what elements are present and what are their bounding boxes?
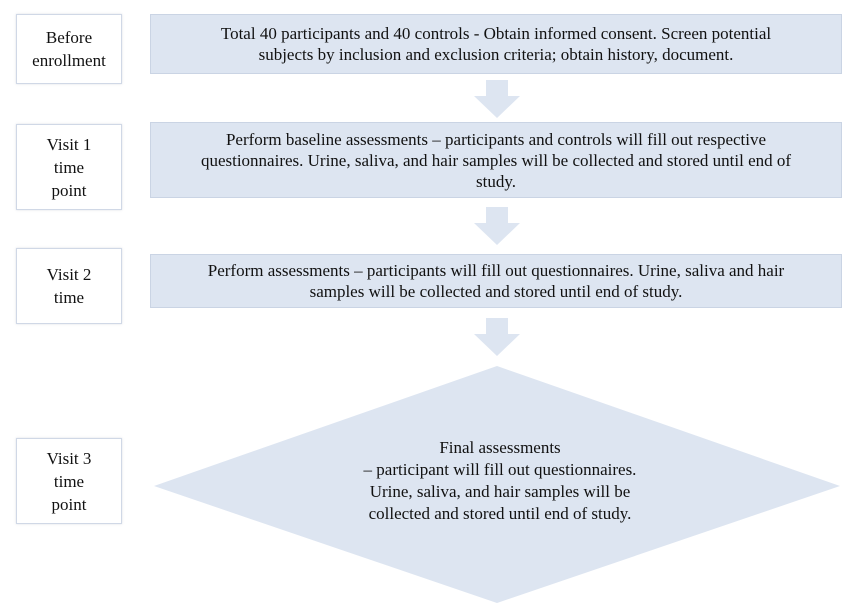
step-box-visit-2: Perform assessments – participants will … (150, 254, 842, 308)
stage-label-visit-2: Visit 2 time (16, 248, 122, 324)
stage-label-visit-3: Visit 3 time point (16, 438, 122, 524)
stage-label-text: Visit 2 time (46, 265, 92, 307)
step-box-text: Total 40 participants and 40 controls - … (220, 24, 772, 64)
stage-label-text: Before enrollment (32, 28, 106, 70)
step-box-text: Perform baseline assessments – participa… (200, 129, 792, 191)
stage-label-before-enrollment: Before enrollment (16, 14, 122, 84)
step-box-enrollment: Total 40 participants and 40 controls - … (150, 14, 842, 74)
step-box-text: Perform assessments – participants will … (207, 261, 785, 301)
step-box-visit-1: Perform baseline assessments – participa… (150, 122, 842, 198)
down-arrow-icon (474, 80, 520, 118)
down-arrow-icon (474, 318, 520, 356)
stage-label-text: Visit 1 time point (46, 134, 92, 200)
diamond-text: Final assessments – participant will fil… (363, 438, 637, 523)
down-arrow-icon (474, 207, 520, 245)
stage-label-visit-1: Visit 1 time point (16, 124, 122, 210)
stage-label-text: Visit 3 time point (46, 448, 92, 514)
